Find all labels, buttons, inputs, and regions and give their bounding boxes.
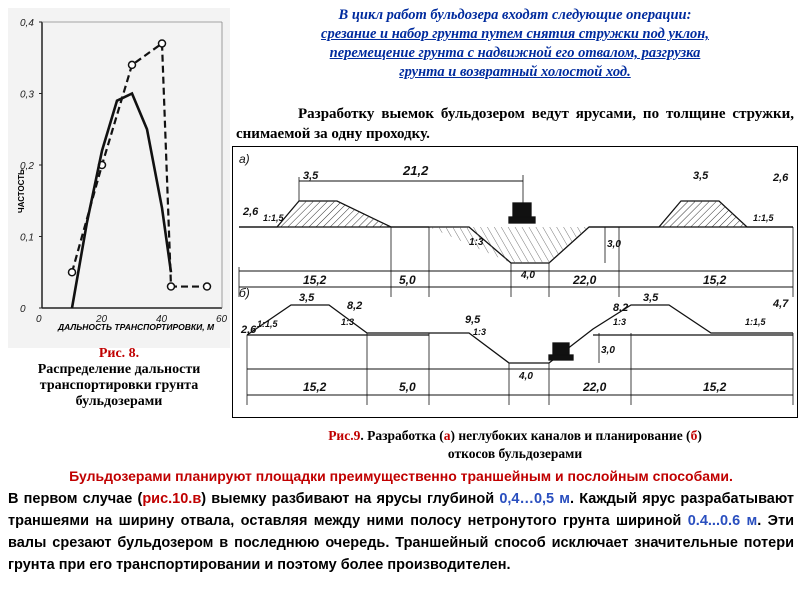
b-slope-mid: 1:3: [473, 327, 486, 337]
a-slope-mid: 1:3: [469, 237, 484, 248]
x-tick-label: 60: [216, 314, 228, 325]
intro-line-4: грунта и возвратный холостой ход.: [399, 64, 631, 80]
bulldozer-icon-b: [552, 342, 570, 356]
figure-8-text: Распределение дальности транспортировки …: [37, 362, 201, 409]
panel-b-profile: [246, 304, 794, 405]
intro-line-2: срезание и набор грунта путем снятия стр…: [321, 26, 709, 42]
figure-8-caption: Рис. 8. Распределение дальности транспор…: [8, 346, 230, 410]
planning-lead: Бульдозерами планируют площадки преимуще…: [69, 468, 733, 484]
layer-depth-value: 0,4…0,5 м: [499, 491, 571, 507]
b-height-right: 4,7: [772, 298, 789, 310]
figure-10-ref: рис.10.в: [142, 491, 202, 507]
b-width-2: 5,0: [399, 380, 416, 394]
figure-9-caption: Рис.9. Разработка (а) неглубоких каналов…: [232, 427, 798, 463]
body-text-1: В первом случае (: [8, 491, 143, 507]
figure-9-part-2: ) неглубоких каналов и планирование (: [450, 428, 691, 443]
figure-9-part-1: . Разработка (: [360, 428, 444, 443]
figure-9-ref-a: а: [443, 428, 451, 443]
panel-a-profile: [238, 175, 794, 297]
strip-width-value: 0.4...0.6 м: [687, 513, 758, 529]
a-top-right-dim: 3,5: [693, 170, 709, 182]
y-tick-label: 0,2: [20, 161, 34, 172]
x-tick-label: 40: [156, 314, 168, 325]
panel-b-label: б): [239, 286, 250, 300]
data-point-marker: [157, 39, 167, 48]
b-slope-r1: 1:3: [613, 317, 626, 327]
figure-9-number: Рис.9: [328, 428, 361, 443]
b-top-left-dim: 3,5: [299, 292, 315, 304]
y-tick-label: 0,1: [20, 233, 34, 244]
b-depth: 3,0: [601, 345, 615, 356]
intro-line-1: В цикл работ бульдозера входят следующие…: [338, 7, 692, 23]
b-top-right-dim: 3,5: [643, 292, 659, 304]
b-slope-l2: 1:3: [341, 317, 354, 327]
y-tick-label: 0: [20, 304, 26, 315]
b-width-4: 15,2: [703, 380, 727, 394]
b-height-left: 2,6: [240, 324, 257, 336]
y-tick-label: 0,4: [20, 18, 34, 29]
data-point-marker: [202, 282, 212, 291]
figure-9-caption-line-2: откосов бульдозерами: [447, 446, 583, 461]
a-width-4: 15,2: [703, 273, 727, 287]
figure-9-part-3: ): [697, 428, 702, 443]
b-slope-r2: 1:1,5: [745, 317, 767, 327]
a-depth: 3,0: [607, 239, 621, 250]
b-width-3: 22,0: [582, 380, 607, 394]
figure-9-ref-b: б: [690, 428, 698, 443]
data-point-marker: [166, 282, 176, 291]
a-slope-left: 1:1,5: [263, 213, 285, 223]
y-axis-label: ЧАСТОСТЬ: [17, 169, 26, 213]
a-width-2: 5,0: [399, 273, 416, 287]
b-bottom: 4,0: [518, 371, 533, 382]
excavation-figure: а) 3,5 3,5: [232, 146, 798, 418]
distribution-figure: 0 0,1 0,2 0,3 0,4 0 20 40 60 ЧАСТОСТЬ ДАЛЬНОСТЬ …: [8, 8, 230, 348]
trench-method-paragraph: В первом случае (рис.10.в) выемку разбив…: [8, 488, 794, 576]
b-length-mid: 9,5: [465, 314, 481, 326]
y-tick-label: 0,3: [20, 90, 34, 101]
layers-paragraph: Разработку выемок бульдозером ведут ярус…: [236, 106, 794, 142]
figure-8-number: Рис. 8.: [98, 346, 140, 361]
x-tick-label: 20: [95, 314, 108, 325]
figure-9-caption-line-1: Рис.9. Разработка (а) неглубоких каналов…: [232, 427, 798, 445]
a-height-right: 2,6: [772, 172, 789, 184]
bulldozer-icon-a: [512, 202, 532, 218]
a-width-1: 15,2: [303, 273, 327, 287]
data-point-marker: [127, 60, 137, 70]
data-point-marker: [67, 268, 77, 277]
x-axis-label: ДАЛЬНОСТЬ ТРАНСПОРТИРОВКИ, М: [57, 322, 215, 332]
dashed-series-line: [70, 41, 207, 288]
body-text-4: . Эти валы срезают бульдозером в последн…: [8, 513, 794, 573]
a-width-3: 22,0: [572, 273, 597, 287]
intro-paragraph: В цикл работ бульдозера входят следующие…: [236, 6, 794, 82]
bulldozer-track-a: [508, 216, 536, 224]
excavation-diagram: а) 3,5 3,5: [238, 152, 794, 405]
b-width-1: 15,2: [303, 380, 327, 394]
a-slope-right: 1:1,5: [753, 213, 775, 223]
body-text-2: ) выемку разбивают на ярусы глубиной: [201, 491, 500, 507]
a-span-dim: 21,2: [402, 163, 429, 178]
b-length-left: 8,2: [347, 300, 362, 312]
body-text-3: . Каждый ярус разрабатывают траншеями на…: [8, 491, 794, 529]
a-bottom: 4,0: [520, 270, 535, 281]
solid-series-curve: [70, 91, 173, 309]
bulldozer-track-b: [548, 354, 574, 361]
intro-line-3: перемещение грунта с надвижной его отвал…: [329, 45, 701, 61]
panel-a-label: а): [239, 152, 250, 166]
x-tick-label: 0: [36, 314, 42, 325]
a-height-left: 2,6: [242, 206, 259, 218]
b-slope-l1: 1:1,5: [257, 319, 279, 329]
b-length-right: 8,2: [613, 302, 628, 314]
a-top-left-dim: 3,5: [303, 170, 319, 182]
distribution-chart: 0 0,1 0,2 0,3 0,4 0 20 40 60 ЧАСТОСТЬ ДАЛЬНОСТЬ …: [17, 18, 228, 332]
